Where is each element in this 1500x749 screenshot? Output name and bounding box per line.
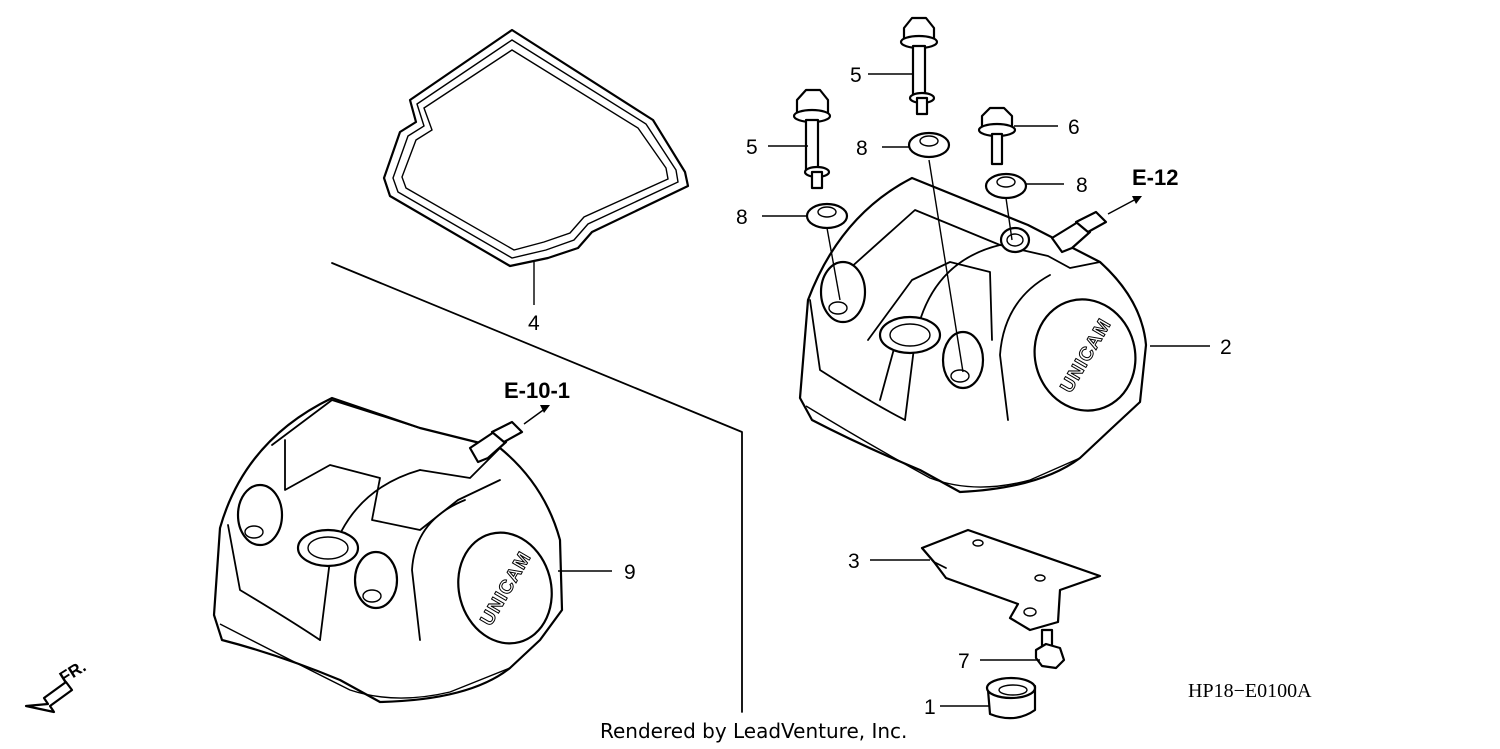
front-direction-arrow-icon: FR.	[24, 657, 89, 714]
washer-part-8-center[interactable]	[907, 131, 951, 159]
callout-part-9: 9	[624, 561, 636, 584]
callout-part-4: 4	[528, 312, 540, 335]
washer-part-8-left[interactable]	[805, 202, 849, 230]
gasket-part-4[interactable]	[382, 28, 690, 268]
head-cover-part-9[interactable]: UNICAM	[212, 396, 564, 704]
callout-part-7: 7	[958, 650, 970, 673]
callout-part-8-right: 8	[1076, 174, 1088, 197]
callout-part-5-center: 5	[850, 64, 862, 87]
section-divider	[331, 262, 743, 713]
bracket-part-3[interactable]	[920, 528, 1102, 632]
render-credit: Rendered by LeadVenture, Inc.	[600, 719, 907, 743]
callout-part-1: 1	[924, 696, 936, 719]
bolt-part-5-left[interactable]	[792, 88, 832, 190]
callout-part-8-left: 8	[736, 206, 748, 229]
callout-part-2: 2	[1220, 336, 1232, 359]
callout-part-8-center: 8	[856, 137, 868, 160]
head-cover-part-2[interactable]: UNICAM	[798, 176, 1148, 494]
diagram-code: HP18−E0100A	[1188, 680, 1312, 702]
bolt-part-7[interactable]	[1034, 628, 1066, 670]
seal-part-1[interactable]	[985, 676, 1037, 720]
front-direction-label: FR.	[56, 657, 89, 688]
bolt-part-6[interactable]	[977, 106, 1017, 166]
callout-part-3: 3	[848, 550, 860, 573]
bolt-part-5-center[interactable]	[899, 16, 939, 116]
washer-part-8-right[interactable]	[984, 172, 1028, 200]
reference-e-12[interactable]: E-12	[1132, 165, 1178, 190]
callout-part-6: 6	[1068, 116, 1080, 139]
callout-part-5-left: 5	[746, 136, 758, 159]
reference-e-10-1[interactable]: E-10-1	[504, 378, 570, 403]
